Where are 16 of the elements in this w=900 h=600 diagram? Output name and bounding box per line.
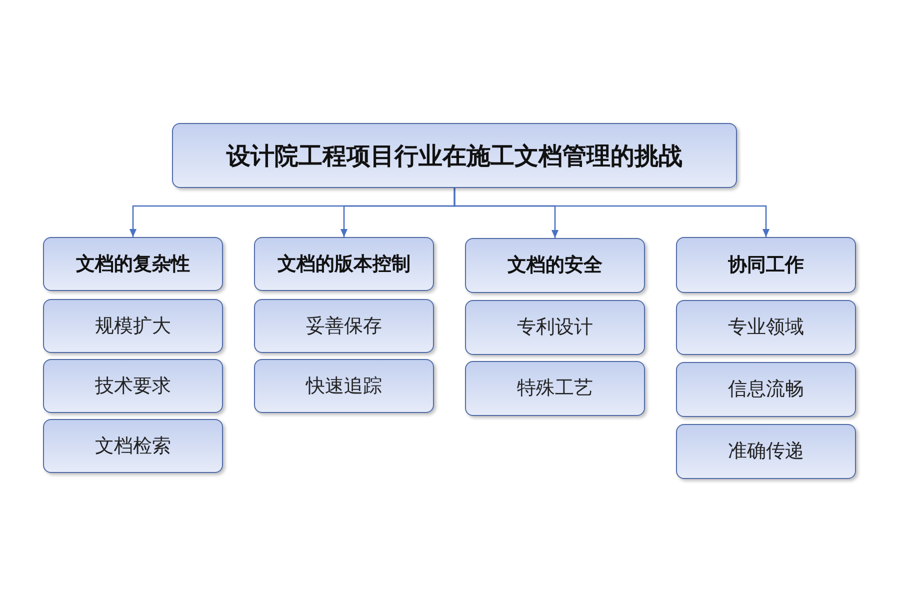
title-box: 设计院工程项目行业在施工文档管理的挑战 — [172, 123, 737, 188]
item-box: 专业领域 — [676, 300, 856, 355]
arrow — [454, 188, 770, 237]
category-box: 文档的复杂性 — [43, 237, 223, 291]
item-box: 快速追踪 — [254, 359, 434, 413]
category-box: 文档的版本控制 — [254, 237, 434, 291]
item-box: 规模扩大 — [43, 299, 223, 353]
item-box: 特殊工艺 — [465, 361, 645, 416]
item-box: 专利设计 — [465, 300, 645, 355]
item-box: 信息流畅 — [676, 362, 856, 417]
category-box: 文档的安全 — [465, 238, 645, 293]
item-box: 文档检索 — [43, 419, 223, 473]
category-box: 协同工作 — [676, 237, 856, 293]
item-box: 准确传递 — [676, 424, 856, 479]
item-box: 技术要求 — [43, 359, 223, 413]
item-box: 妥善保存 — [254, 299, 434, 353]
